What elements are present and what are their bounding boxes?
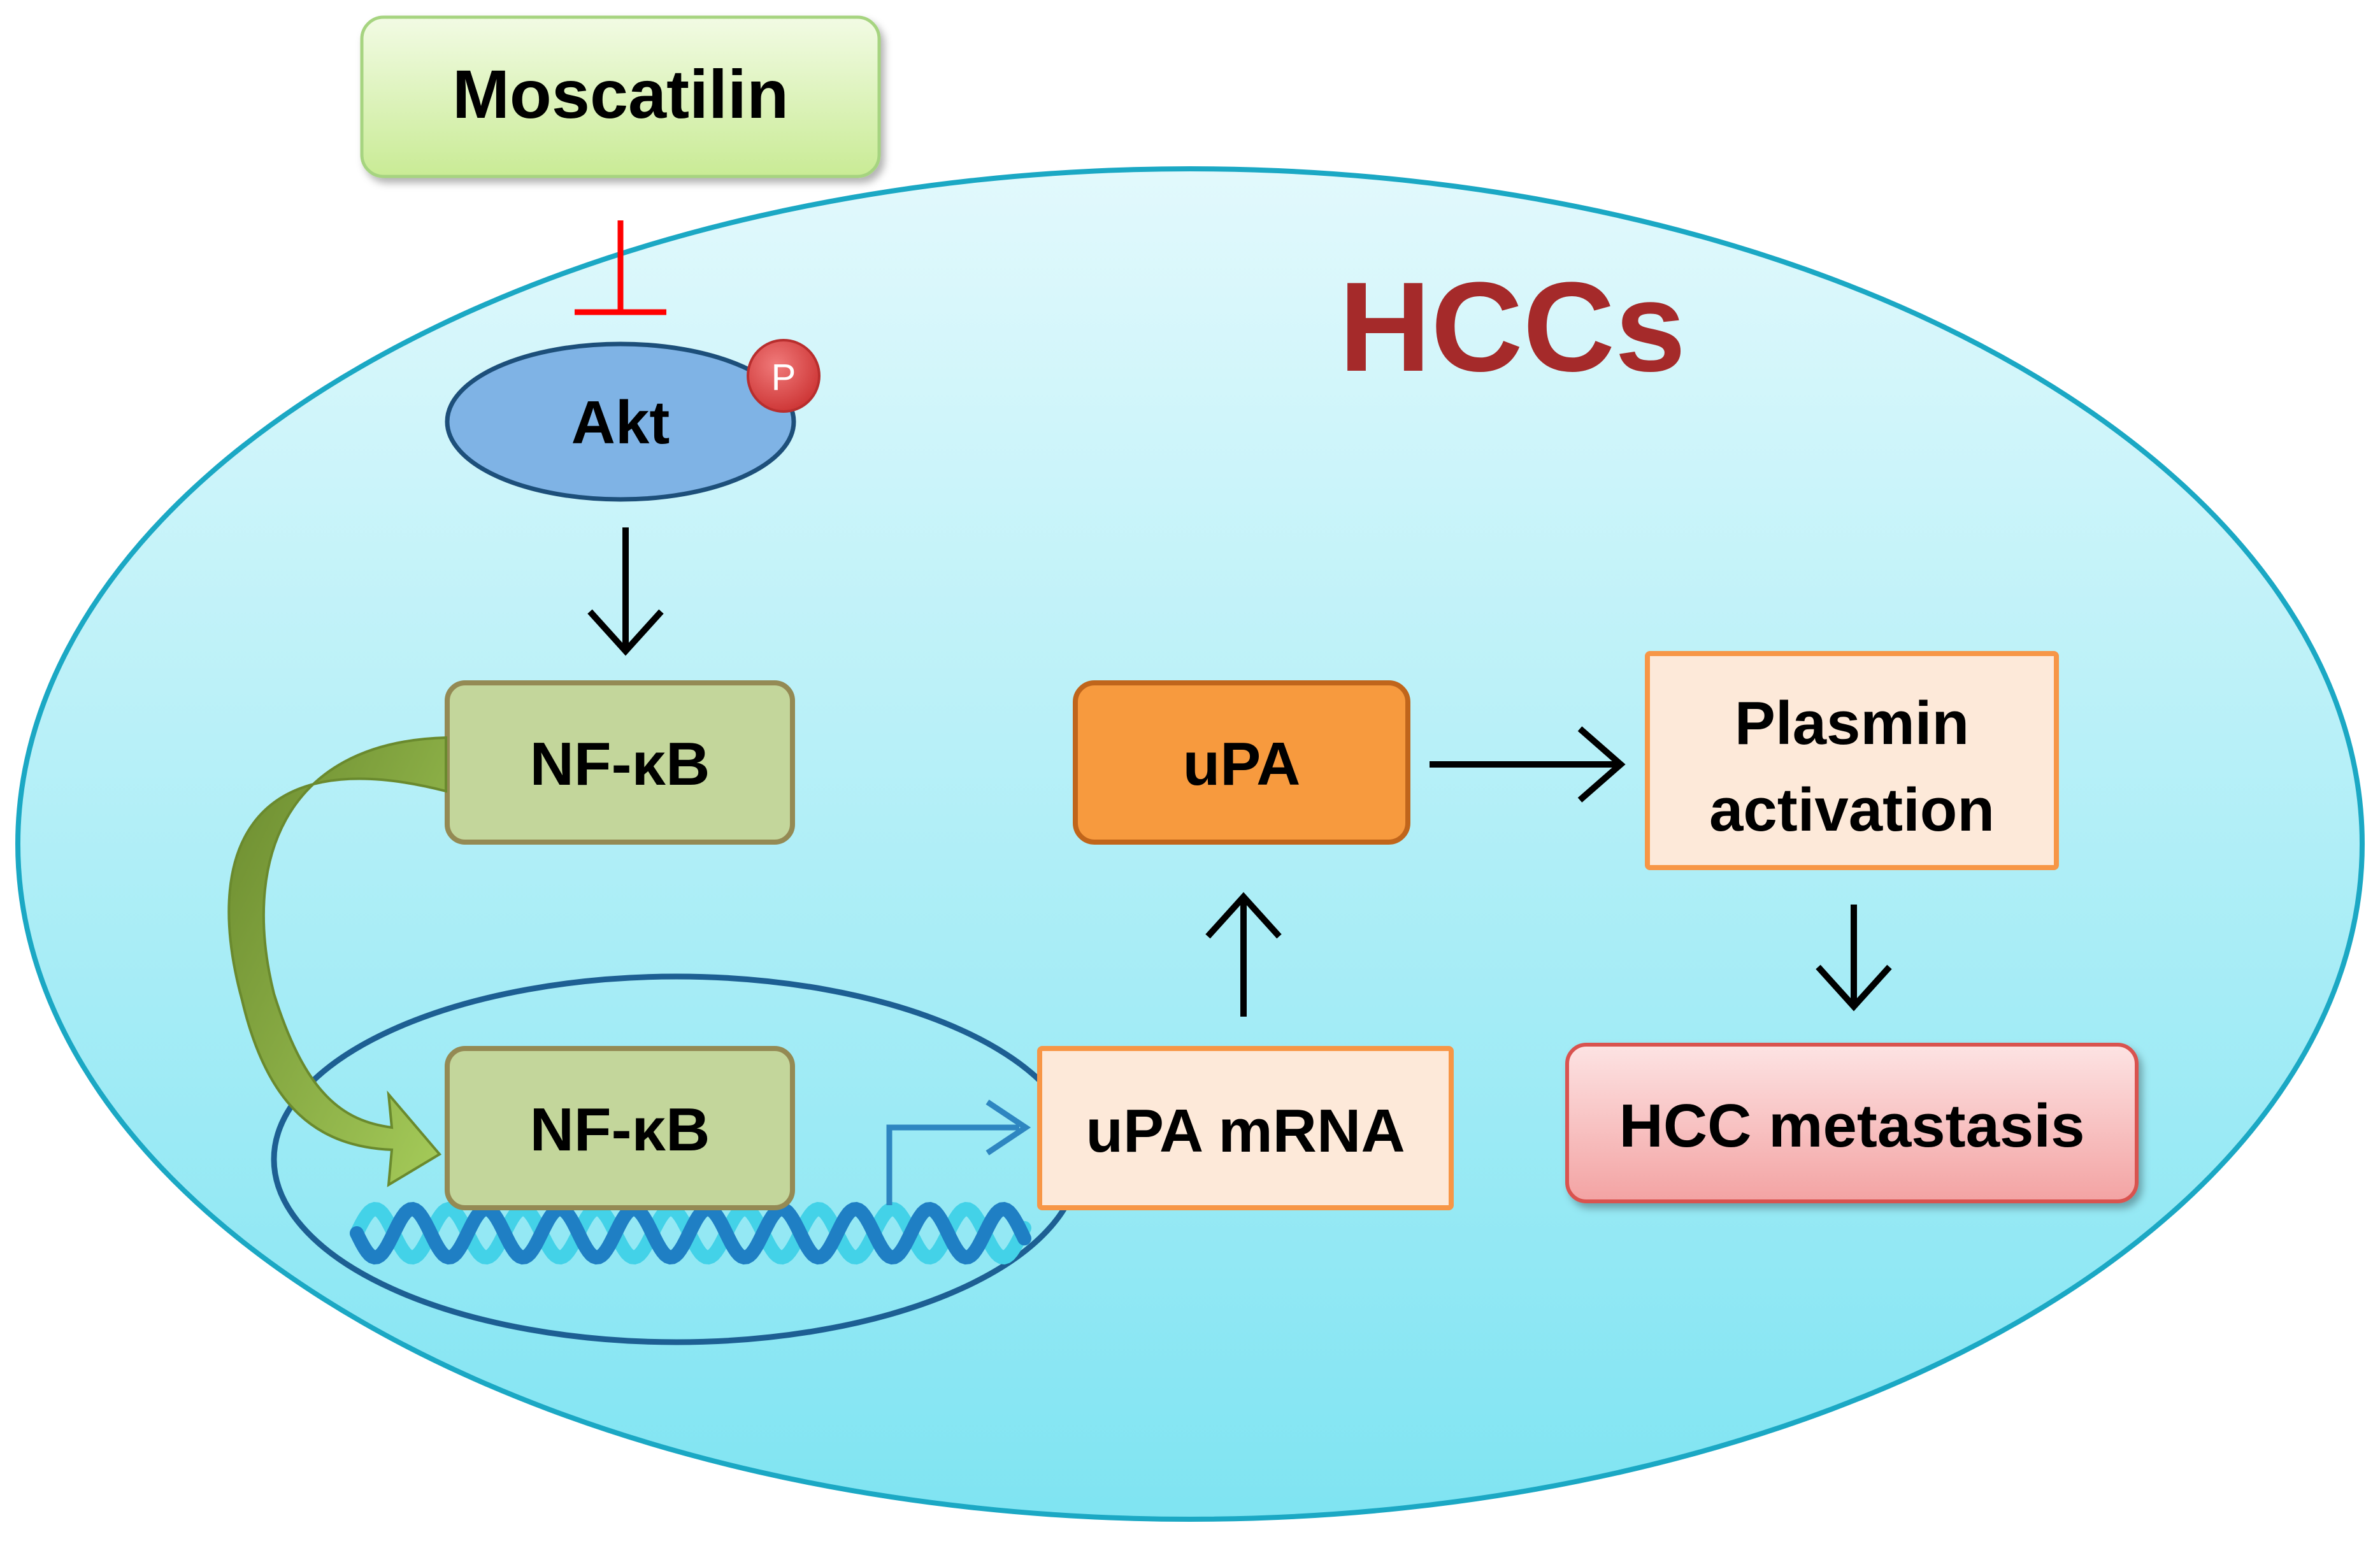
dna-strand bbox=[350, 1201, 1031, 1265]
dna-helix-icon bbox=[350, 1201, 1031, 1265]
mrna-to-upa-arrow-icon bbox=[1205, 892, 1282, 1017]
nfkb-nucleus-box bbox=[445, 1046, 795, 1210]
upa-to-plasmin-arrow-icon bbox=[1430, 726, 1626, 803]
upa-mrna-box bbox=[1037, 1046, 1454, 1210]
moscatilin-box bbox=[360, 15, 881, 178]
nfkb-nucleus-label: NF-κB bbox=[530, 1096, 710, 1164]
plasmin-activation-line2: activation bbox=[1709, 776, 1995, 844]
moscatilin-label: Moscatilin bbox=[452, 55, 789, 132]
nfkb-cytoplasm-label: NF-κB bbox=[530, 730, 710, 798]
upa-label: uPA bbox=[1183, 730, 1301, 798]
upa-box bbox=[1073, 680, 1410, 845]
hcc-metastasis-box bbox=[1565, 1043, 2139, 1203]
upa-mrna-label: uPA mRNA bbox=[1086, 1097, 1405, 1165]
plasmin-activation-box bbox=[1645, 651, 2059, 870]
translocation-arrow-icon bbox=[227, 736, 447, 1187]
inhibition-arrow-icon bbox=[575, 220, 666, 315]
plasmin-to-metastasis-arrow-icon bbox=[1816, 905, 1892, 1012]
hcc-metastasis-label: HCC metastasis bbox=[1619, 1092, 2085, 1160]
transcription-arrow-icon bbox=[886, 1099, 1031, 1205]
akt-node bbox=[445, 341, 796, 502]
akt-label: Akt bbox=[571, 389, 670, 457]
plasmin-activation-line1: Plasmin bbox=[1735, 689, 1969, 757]
akt-to-nfkb-arrow-icon bbox=[587, 527, 664, 656]
hccs-label: HCCs bbox=[1339, 256, 1686, 398]
phospho-badge-label: P bbox=[771, 357, 796, 398]
phospho-badge-icon bbox=[747, 339, 821, 413]
